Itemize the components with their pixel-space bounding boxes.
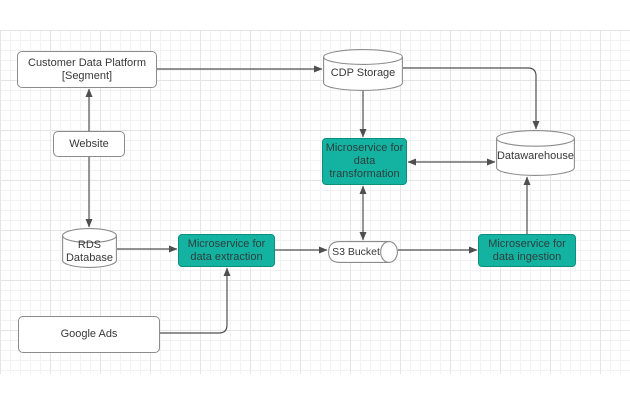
edge-storage-to-warehouse [403,67,540,130]
node-label: RDS Database [65,238,114,264]
node-microservice-extraction[interactable]: Microservice for data extraction [178,234,275,267]
node-customer-data-platform[interactable]: Customer Data Platform [Segment] [17,51,157,88]
node-label: Customer Data Platform [Segment] [28,56,146,82]
cylinder-shape [62,228,117,268]
edge-googleads-to-extraction [160,267,231,334]
node-website[interactable]: Website [53,131,125,157]
node-cdp-storage[interactable]: CDP Storage [323,49,403,91]
horizontal-cylinder-shape [328,241,398,263]
node-google-ads[interactable]: Google Ads [18,316,160,353]
node-label: CDP Storage [330,67,396,79]
node-label: Microservice for data ingestion [488,237,566,263]
node-label: S3 Bucket [332,245,380,258]
node-label: Microservice for data transformation [325,142,404,180]
node-label: Datawarehouse [496,150,575,162]
node-label: Google Ads [60,328,118,340]
cylinder-shape [323,49,403,91]
node-microservice-ingestion[interactable]: Microservice for data ingestion [478,234,576,267]
node-microservice-transformation[interactable]: Microservice for data transformation [322,138,407,185]
node-s3-bucket[interactable]: S3 Bucket [328,241,398,263]
node-label: Website [69,137,109,150]
node-rds-database[interactable]: RDS Database [62,228,117,268]
node-label: Microservice for data extraction [187,237,266,263]
node-datawarehouse[interactable]: Datawarehouse [496,130,575,176]
cylinder-shape [496,130,575,176]
